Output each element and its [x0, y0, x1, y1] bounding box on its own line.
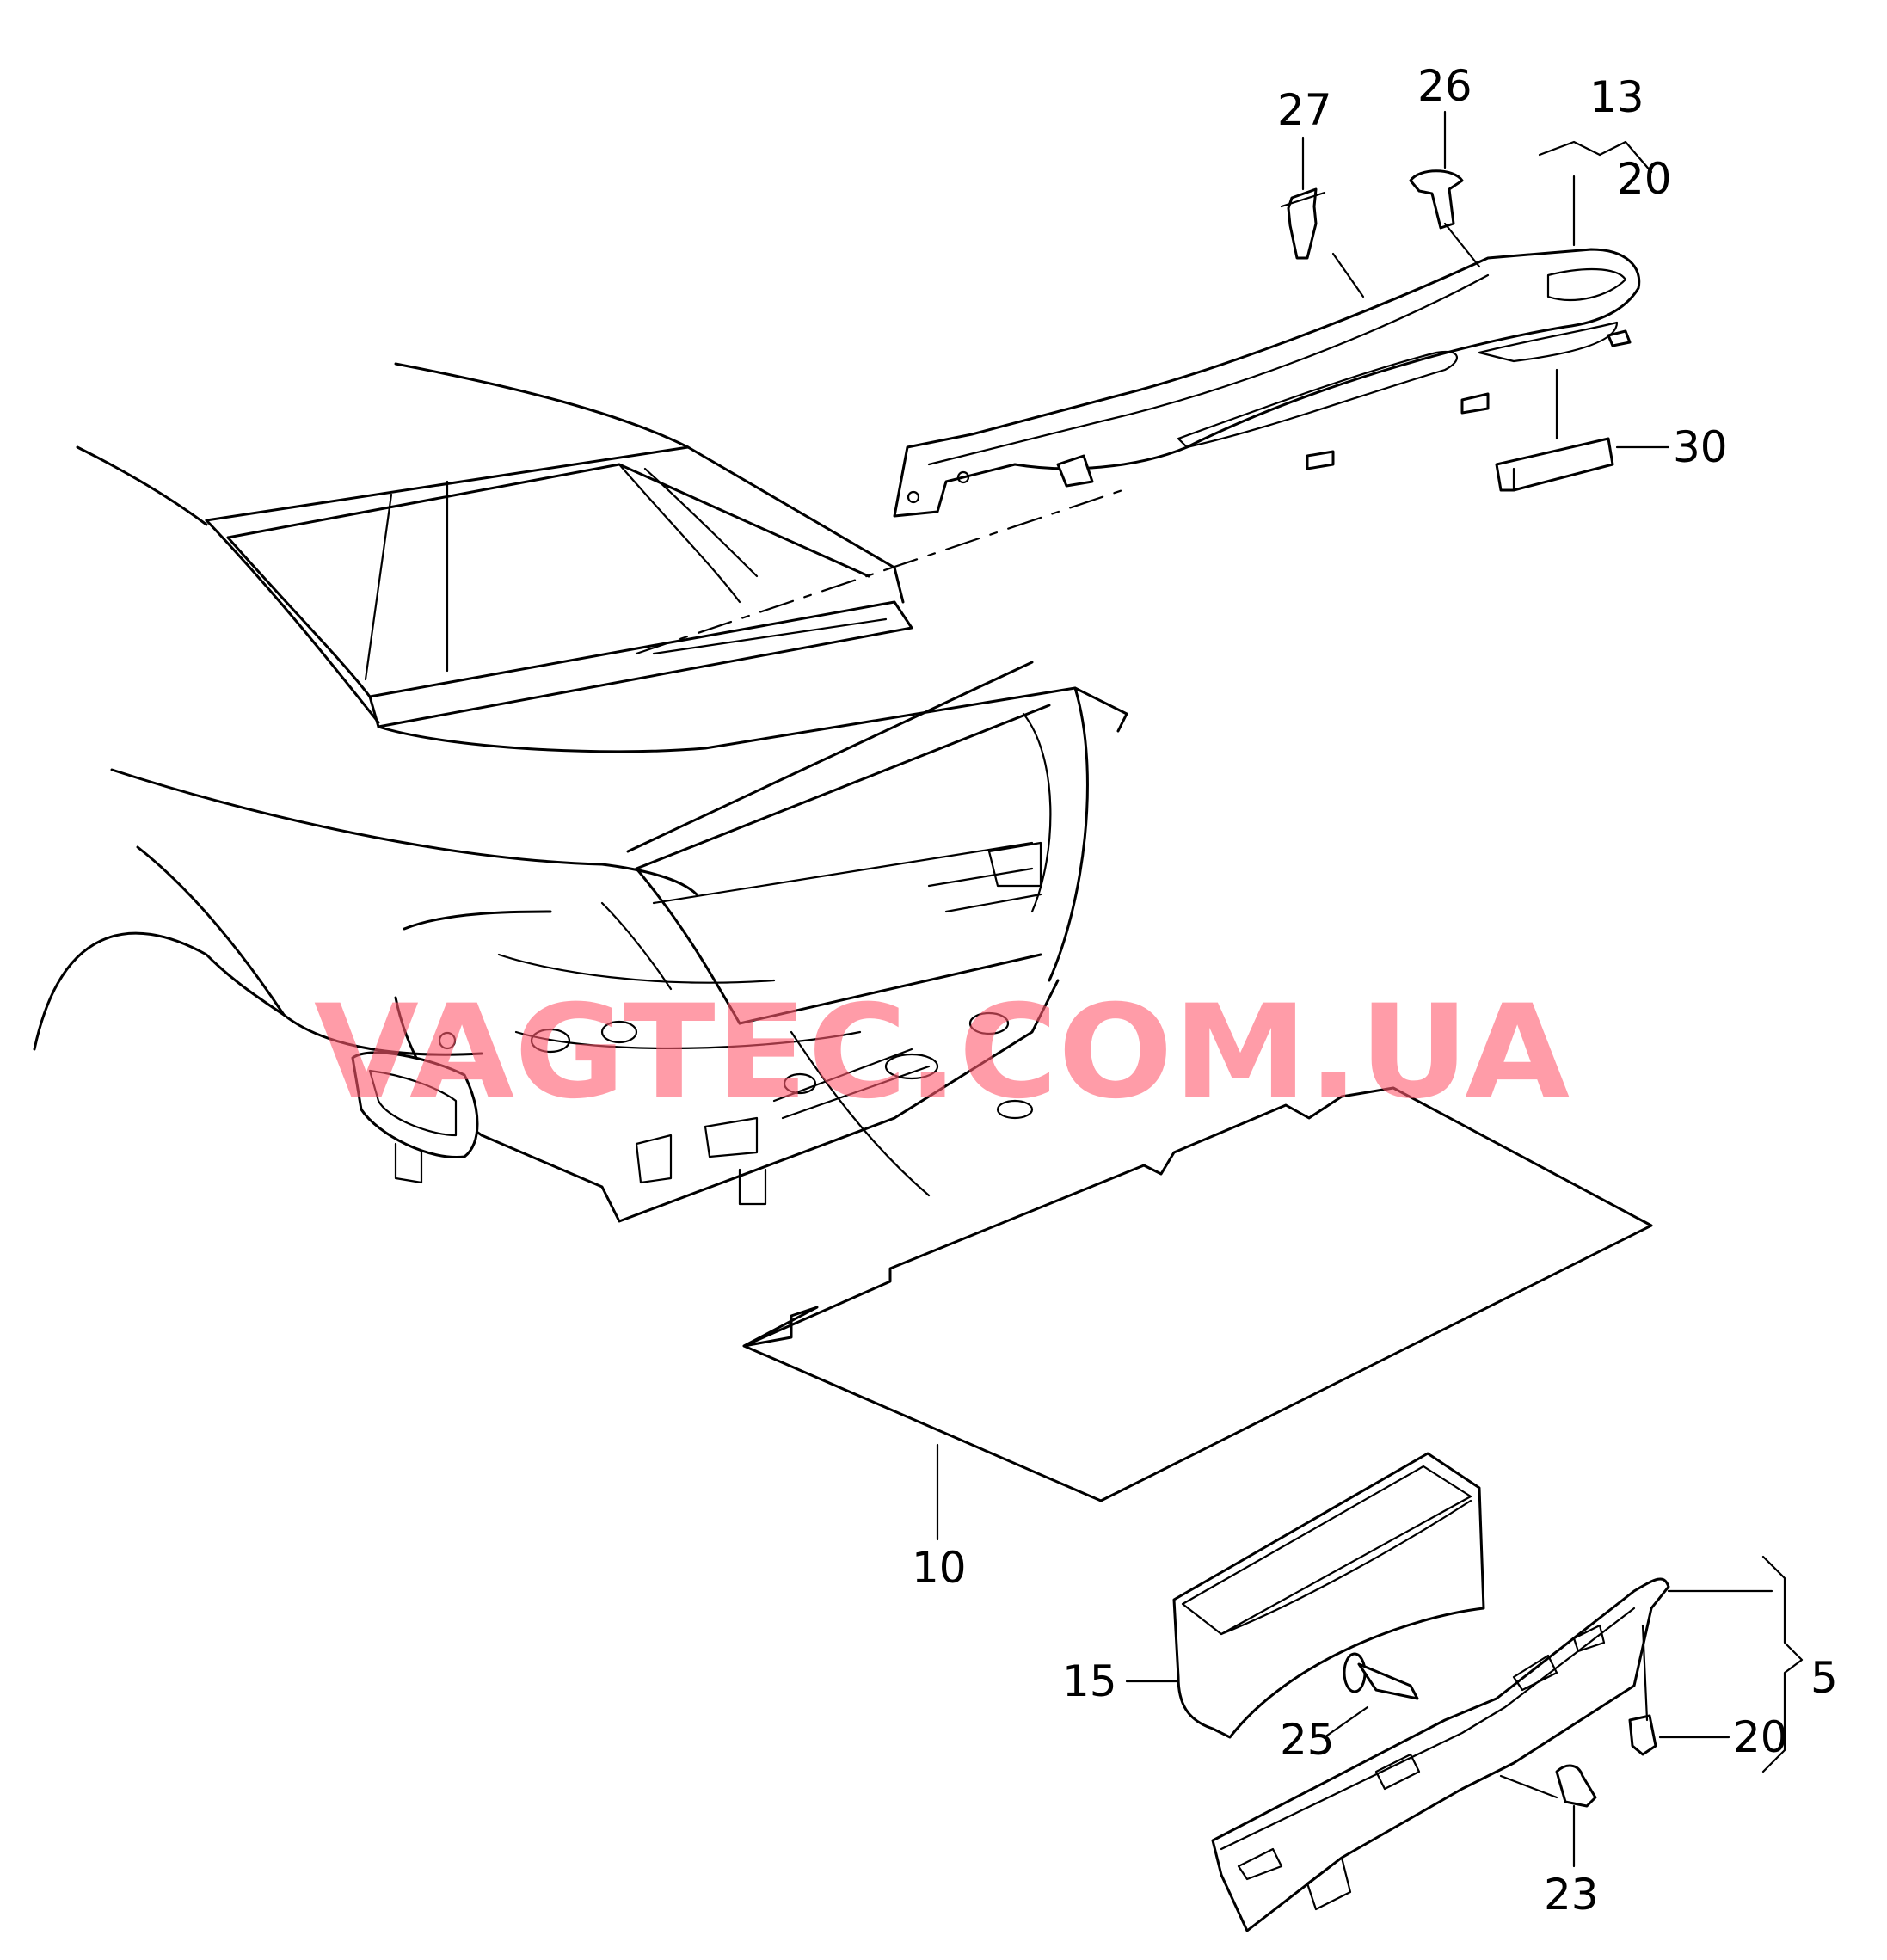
storage-tray: [1172, 1452, 1485, 1739]
trunk-floor-mat: [742, 1086, 1653, 1502]
callout-13: 13: [1589, 72, 1644, 122]
clip-23: [1555, 1764, 1597, 1808]
callout-20-top: 20: [1617, 154, 1672, 204]
car-body: [33, 362, 1128, 1223]
screw-25: [1343, 1652, 1419, 1700]
callout-26: 26: [1417, 61, 1472, 111]
callout-23: 23: [1544, 1870, 1599, 1920]
leader-dashed: [635, 488, 1124, 655]
callout-10: 10: [912, 1543, 967, 1593]
callout-5: 5: [1810, 1653, 1838, 1703]
trim-clip-30: [1495, 437, 1614, 492]
watermark: VAGTEC.COM.UA: [314, 978, 1570, 1127]
sill-trim-panel: [1211, 1577, 1670, 1932]
clip-27: [1280, 187, 1326, 260]
clip-26: [1409, 169, 1464, 230]
callout-30: 30: [1673, 422, 1728, 472]
parcel-shelf: [893, 248, 1641, 518]
callout-15: 15: [1062, 1656, 1117, 1706]
callout-27: 27: [1277, 85, 1332, 135]
callout-20-bottom: 20: [1733, 1712, 1788, 1762]
callout-25: 25: [1280, 1715, 1335, 1765]
clip-20-bottom: [1628, 1714, 1657, 1756]
leader-lines: [936, 110, 1804, 1868]
